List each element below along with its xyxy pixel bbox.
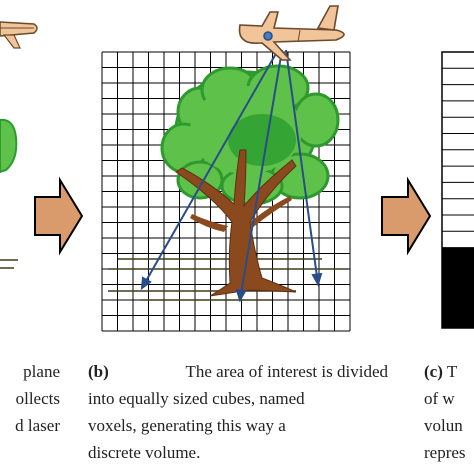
caption-b-text: The area of interest is divided — [185, 362, 388, 381]
caption-b-line-2: into equally sized cubes, named — [88, 389, 305, 408]
panel-c — [441, 51, 474, 329]
caption-c-line-2: of w — [424, 389, 455, 408]
caption-a-line: plane — [23, 362, 60, 381]
filled-voxels — [442, 248, 474, 328]
caption-b: (b) The area of interest is divided into… — [88, 358, 388, 466]
caption-a: plane ollects d laser — [0, 358, 60, 439]
caption-c: (c) T of w volun repres — [424, 358, 474, 466]
airplane-icon-a — [0, 21, 38, 49]
panel-b — [101, 5, 351, 332]
caption-b-label: (b) — [88, 362, 109, 381]
process-arrow-icon-1 — [34, 176, 84, 256]
caption-c-text: T — [446, 362, 458, 381]
caption-c-line-1: (c) T — [424, 358, 474, 385]
caption-a-line: d laser — [15, 416, 60, 435]
caption-c-line-4: repres — [424, 443, 466, 462]
caption-b-line-1: (b) The area of interest is divided — [88, 358, 388, 385]
panel-a — [0, 21, 38, 269]
tree-foliage-a — [0, 118, 18, 174]
tree-foliage — [160, 64, 340, 206]
voxel-grid-c — [441, 51, 474, 329]
caption-b-line-4: discrete volume. — [88, 443, 201, 462]
caption-a-line: ollects — [15, 389, 60, 408]
airplane-icon — [238, 5, 345, 61]
caption-b-line-3: voxels, generating this way a — [88, 416, 286, 435]
laser-rays — [140, 49, 323, 303]
tree-trunk — [175, 149, 297, 297]
caption-c-label: (c) — [424, 362, 443, 381]
caption-c-line-3: volun — [424, 416, 463, 435]
process-arrow-icon-2 — [381, 176, 432, 256]
tree-icon — [160, 64, 340, 297]
